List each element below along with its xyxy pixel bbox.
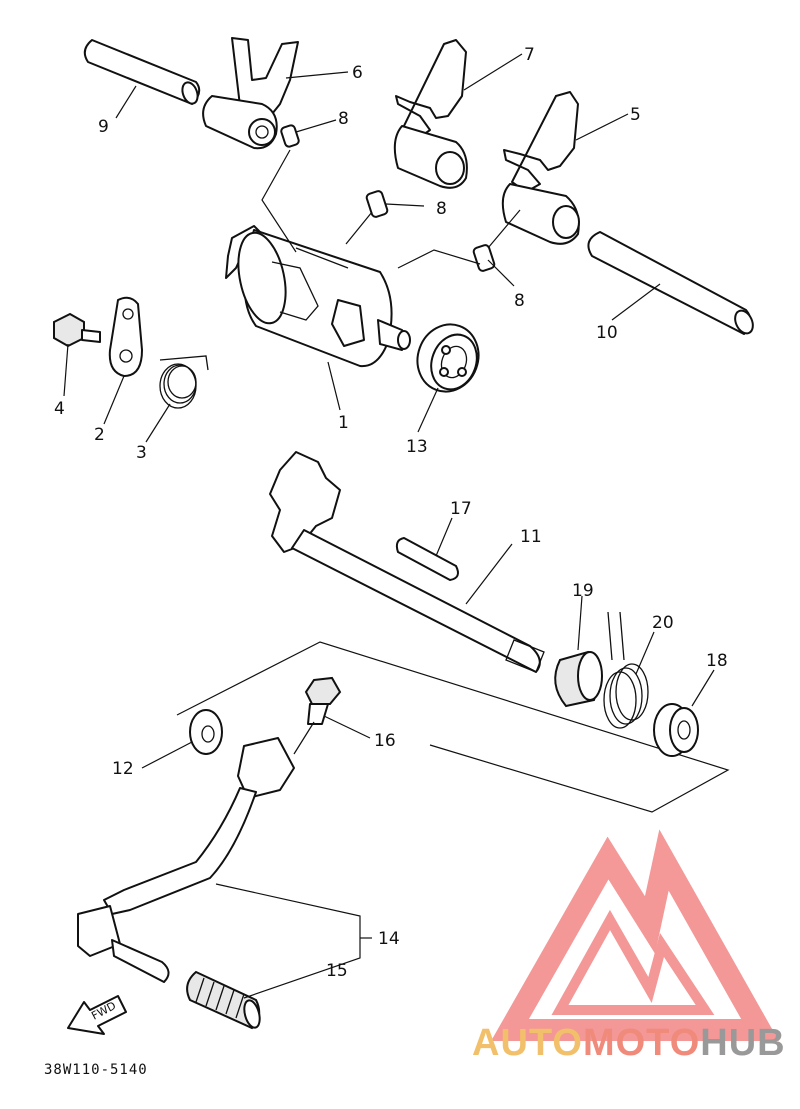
callout-13: 13 (406, 437, 428, 457)
callout-20: 20 (652, 613, 674, 633)
wordmark-hub: HUB (700, 1022, 786, 1064)
callout-18: 18 (706, 651, 728, 671)
callout-8a: 8 (338, 109, 349, 129)
part-9-shift-fork-shaft (83, 39, 201, 105)
leader-lines (63, 53, 715, 999)
callout-14: 14 (378, 929, 400, 949)
callout-2: 2 (94, 425, 105, 445)
callout-16: 16 (374, 731, 396, 751)
assembly-outline (176, 641, 730, 813)
part-15-pedal-rubber (186, 970, 261, 1030)
callout-11: 11 (520, 527, 542, 547)
part-10-shift-fork-shaft (587, 231, 754, 335)
callout-1: 1 (338, 413, 349, 433)
part-6-shift-fork (202, 37, 299, 150)
callout-8b: 8 (436, 199, 447, 219)
callout-8c: 8 (514, 291, 525, 311)
part-16-bolt (304, 676, 342, 725)
callout-17: 17 (450, 499, 472, 519)
fwd-arrow-icon: FWD (67, 995, 127, 1035)
callout-10: 10 (596, 323, 618, 343)
callout-6: 6 (352, 63, 363, 83)
wordmark-auto: AUTO (472, 1022, 583, 1064)
part-2-stopper-lever (108, 296, 143, 377)
part-code: 38W110-5140 (44, 1062, 148, 1078)
part-11-shift-shaft (269, 451, 545, 673)
part-17-pin (395, 537, 459, 581)
automotohub-logo (491, 829, 779, 1041)
part-20-return-spring (603, 611, 649, 729)
callout-15: 15 (326, 961, 348, 981)
part-19-collar (554, 650, 603, 708)
wordmark-moto: MOTO (582, 1022, 701, 1064)
part-14-shift-pedal (77, 737, 295, 983)
part-13-bearing (416, 323, 480, 393)
callout-19: 19 (572, 581, 594, 601)
callout-12: 12 (112, 759, 134, 779)
part-4-bolt (53, 312, 101, 348)
part-3-torsion-spring (159, 355, 209, 409)
part-12-washer (189, 709, 223, 755)
callout-3: 3 (136, 443, 147, 463)
part-5-shift-fork (501, 91, 580, 245)
part-8-guide-pin-c (472, 244, 496, 272)
part-18-oil-seal (653, 703, 699, 757)
automotohub-wordmark: AUTOMOTOHUB (472, 1022, 786, 1065)
part-7-shift-fork (393, 39, 468, 189)
part-1-shift-drum (225, 225, 411, 368)
part-8-guide-pin-b (365, 190, 389, 218)
callout-4: 4 (54, 399, 65, 419)
callout-5: 5 (630, 105, 641, 125)
callout-9: 9 (98, 117, 109, 137)
callout-7: 7 (524, 45, 535, 65)
part-8-guide-pin-a (280, 124, 300, 148)
